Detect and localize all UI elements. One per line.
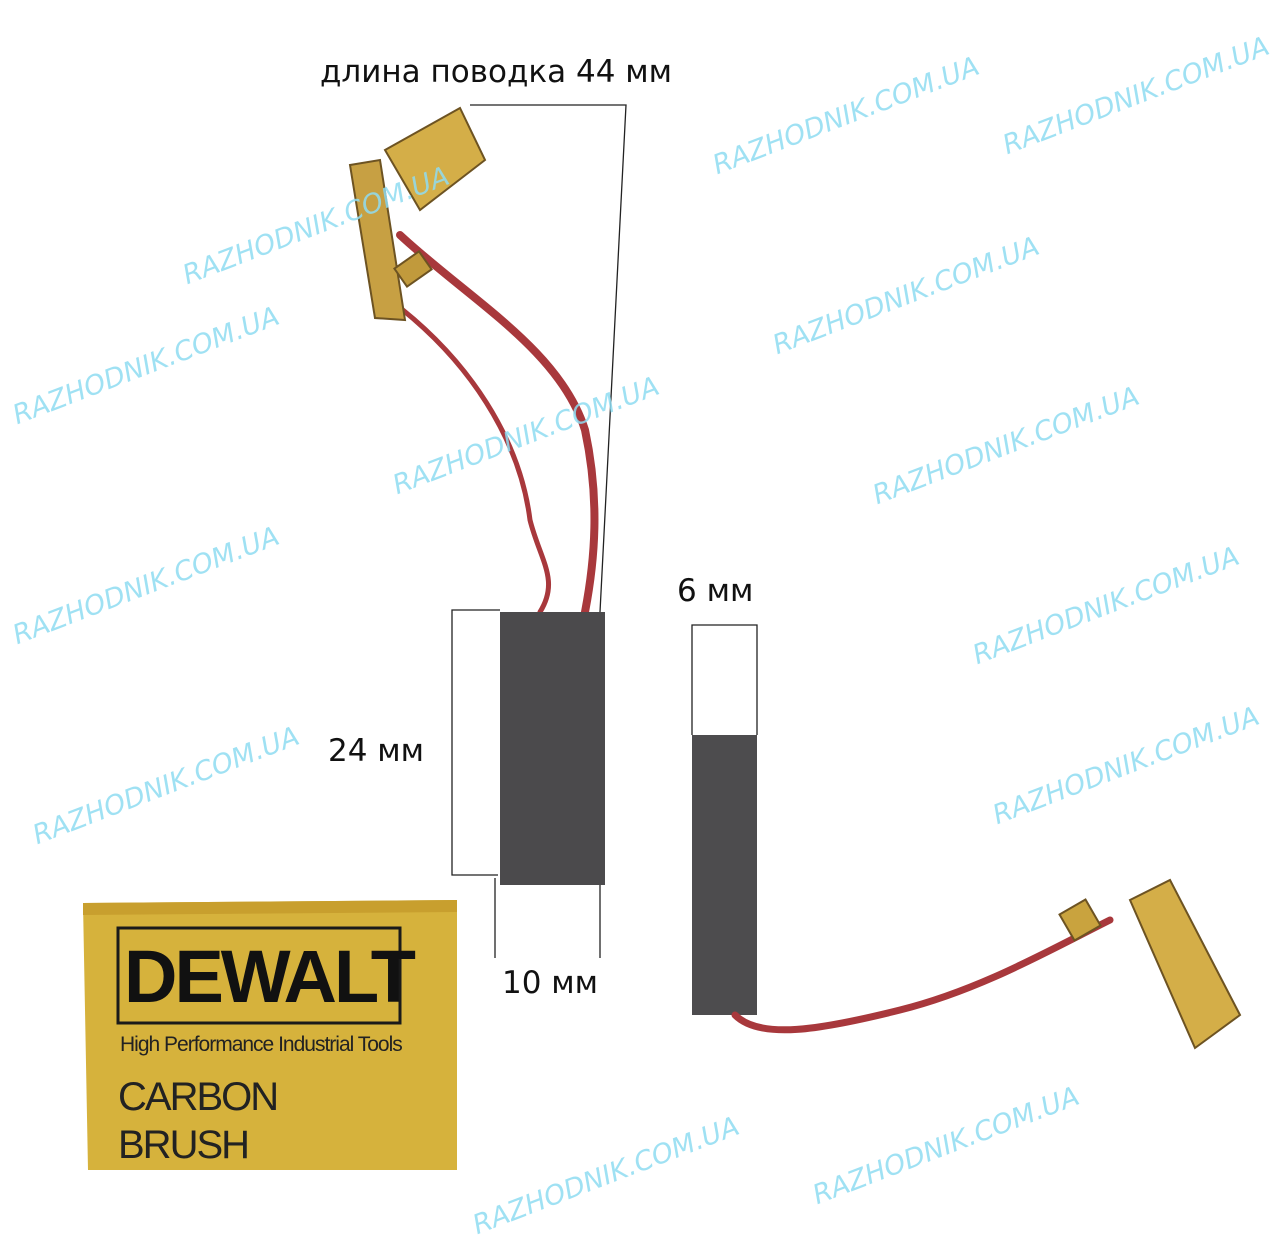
carbon-brush-2 (692, 735, 757, 1015)
height-label: 24 мм (328, 733, 425, 769)
thickness-dimension-line (691, 624, 758, 735)
lead-length-line (470, 104, 627, 613)
package-line2: BRUSH (118, 1123, 250, 1167)
carbon-brush-1 (500, 612, 605, 885)
package-line1: CARBON (118, 1075, 279, 1119)
height-dimension-line (451, 609, 500, 876)
thickness-label: 6 мм (677, 573, 754, 609)
brush-2-terminal (1058, 878, 1242, 1050)
package-tagline: High Performance Industrial Tools (120, 1033, 403, 1056)
brush-1-terminal (348, 106, 487, 322)
dewalt-package (83, 900, 457, 1170)
brush-2-wire (731, 916, 1114, 1034)
package-brand: DEWALT (124, 935, 416, 1018)
lead-length-label: длина поводка 44 мм (320, 54, 673, 90)
brush-1-wires (357, 177, 599, 616)
dimension-lines (451, 104, 758, 958)
width-label: 10 мм (502, 965, 599, 1001)
